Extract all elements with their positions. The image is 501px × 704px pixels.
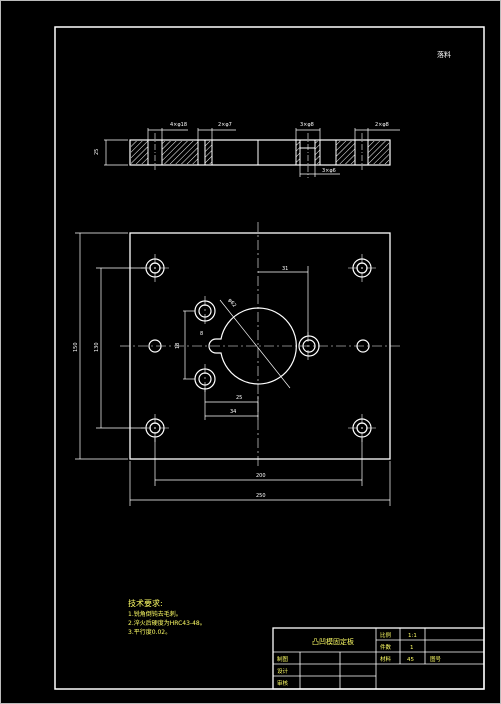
hatch-segment xyxy=(162,141,198,164)
dim-18: 18 xyxy=(175,343,181,349)
dim-4x18: 4×φ18 xyxy=(170,122,187,128)
scale-value: 1:1 xyxy=(408,633,417,639)
dim-200: 200 xyxy=(256,473,266,479)
hatch-segment xyxy=(296,141,300,164)
section-view: 4×φ18 2×φ7 3×φ8 2×φ8 3×φ6 25 xyxy=(94,122,400,178)
dim-2x8: 2×φ8 xyxy=(375,122,389,128)
dim-250: 250 xyxy=(256,493,266,499)
dim-8: 8 xyxy=(200,331,203,337)
count-label: 件数 xyxy=(380,643,392,651)
section-outline xyxy=(129,139,391,166)
design-label: 设计 xyxy=(277,667,289,675)
note-line: 3.平行度0.02。 xyxy=(128,628,171,636)
part-name: 凸凹模固定板 xyxy=(312,637,354,646)
material-value: 45 xyxy=(407,657,414,663)
draw-label: 制图 xyxy=(277,655,289,663)
corner-hole xyxy=(145,418,165,438)
drawing-number-label: 图号 xyxy=(430,655,442,663)
material-label: 材料 xyxy=(380,655,392,663)
dim-2x7: 2×φ7 xyxy=(218,122,232,128)
hatch-segment xyxy=(131,141,148,164)
sheet-inner-border xyxy=(54,26,485,690)
count-value: 1 xyxy=(410,645,414,651)
scale-label: 比例 xyxy=(380,631,392,639)
corner-hole xyxy=(352,418,372,438)
dim-34: 34 xyxy=(230,409,236,415)
plan-view: 31 φ62 18 8 25 34 150 130 200 250 xyxy=(73,222,400,506)
note-line: 2.淬火后硬度为HRC43-48。 xyxy=(128,619,206,627)
corner-hole xyxy=(352,258,372,278)
dim-150: 150 xyxy=(73,342,79,352)
dim-3x6: 3×φ6 xyxy=(322,168,336,174)
check-label: 审核 xyxy=(277,679,289,687)
hatch-segment xyxy=(336,141,355,164)
note-line: 1.锐角倒钝去毛刺。 xyxy=(128,610,182,618)
corner-hole xyxy=(145,258,165,278)
dim-3x8: 3×φ8 xyxy=(300,122,314,128)
dim-31: 31 xyxy=(282,266,288,272)
dim-25: 25 xyxy=(236,395,242,401)
title-block: 凸凹模固定板 比例 1:1 件数 1 材料 45 图号 制图 设计 审核 xyxy=(272,627,485,690)
central-opening xyxy=(208,307,297,385)
dim-big-diameter: φ62 xyxy=(226,297,237,308)
dim-thickness: 25 xyxy=(94,149,100,155)
hatch-segment xyxy=(205,141,212,164)
pin-hole xyxy=(148,339,162,353)
technical-notes: 技术要求: 1.锐角倒钝去毛刺。 2.淬火后硬度为HRC43-48。 3.平行度… xyxy=(128,598,206,636)
notes-title: 技术要求: xyxy=(128,598,163,608)
dim-130: 130 xyxy=(94,342,100,352)
corner-label: 落料 xyxy=(437,50,451,59)
punch-hole xyxy=(298,335,320,357)
hatch-segment xyxy=(368,141,389,164)
hatch-segment xyxy=(315,141,320,164)
pin-hole xyxy=(356,339,370,353)
